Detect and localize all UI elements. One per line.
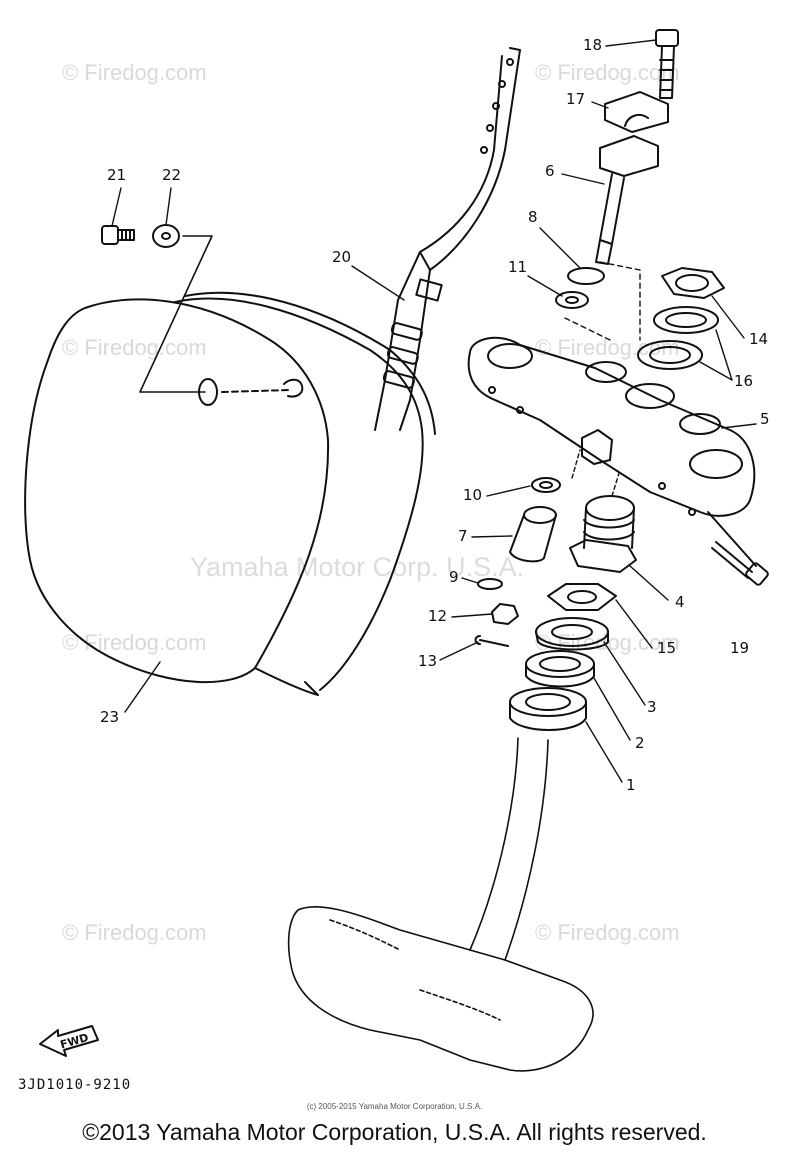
part-label-10: 10 (463, 486, 482, 504)
part-1-bearing-race (509, 687, 587, 731)
part-23-number-plate (24, 291, 436, 696)
part-11-washer (555, 291, 589, 309)
steering-stem (287, 737, 594, 1072)
part-label-14: 14 (749, 330, 768, 348)
part-12-nut (491, 603, 519, 625)
part-label-7: 7 (458, 527, 468, 545)
part-label-8: 8 (528, 208, 538, 226)
firedog-watermark: © Firedog.com (62, 60, 207, 85)
part-label-13: 13 (418, 652, 437, 670)
center-watermark: Yamaha Motor Corp. U.S.A. (190, 552, 525, 582)
firedog-watermark: © Firedog.com (62, 920, 207, 945)
part-label-12: 12 (428, 607, 447, 625)
part-3-seal (535, 617, 609, 651)
part-18-bolt (655, 29, 679, 99)
small-copyright: (c) 2005-2015 Yamaha Motor Corporation, … (306, 1102, 483, 1111)
part-5-upper-bracket (467, 336, 756, 517)
part-2-bearing (525, 650, 595, 688)
firedog-watermark: © Firedog.com (535, 920, 680, 945)
firedog-watermark: © Firedog.com (62, 335, 207, 360)
part-20-bracket (374, 47, 521, 431)
part-4-ring-nut (569, 495, 637, 573)
part-10-collar (531, 477, 561, 493)
part-15-lock-nut (547, 583, 617, 611)
part-label-3: 3 (647, 698, 657, 716)
part-9-washer (477, 578, 503, 590)
part-14-nut (661, 267, 725, 299)
part-17-clamp-cap (604, 91, 669, 133)
part-7-spacer (509, 506, 557, 563)
part-label-4: 4 (675, 593, 685, 611)
part-label-22: 22 (162, 166, 181, 184)
part-label-9: 9 (449, 568, 459, 586)
part-label-21: 21 (107, 166, 126, 184)
part-label-17: 17 (566, 90, 585, 108)
part-label-5: 5 (760, 410, 770, 428)
part-label-2: 2 (635, 734, 645, 752)
part-label-11: 11 (508, 258, 527, 276)
part-13-pin (474, 635, 509, 647)
firedog-watermark: © Firedog.com (535, 60, 680, 85)
part-label-1: 1 (626, 776, 636, 794)
part-label-15: 15 (657, 639, 676, 657)
part-16-washers (637, 306, 719, 370)
part-label-18: 18 (583, 36, 602, 54)
part-6-holder (595, 135, 659, 265)
part-label-20: 20 (332, 248, 351, 266)
copyright-notice: ©2013 Yamaha Motor Corporation, U.S.A. A… (82, 1119, 707, 1145)
diagram-code: 3JD1010-9210 (18, 1077, 132, 1093)
part-label-6: 6 (545, 162, 555, 180)
part-8-washer (567, 267, 605, 285)
part-21-bolt (101, 225, 135, 245)
leader-lines (111, 39, 757, 783)
part-label-16: 16 (734, 372, 753, 390)
part-label-23: 23 (100, 708, 119, 726)
part-label-19: 19 (730, 639, 749, 657)
part-22-washer (152, 224, 180, 248)
part-19-bolt (707, 511, 769, 586)
fwd-arrow-icon (39, 1025, 99, 1057)
